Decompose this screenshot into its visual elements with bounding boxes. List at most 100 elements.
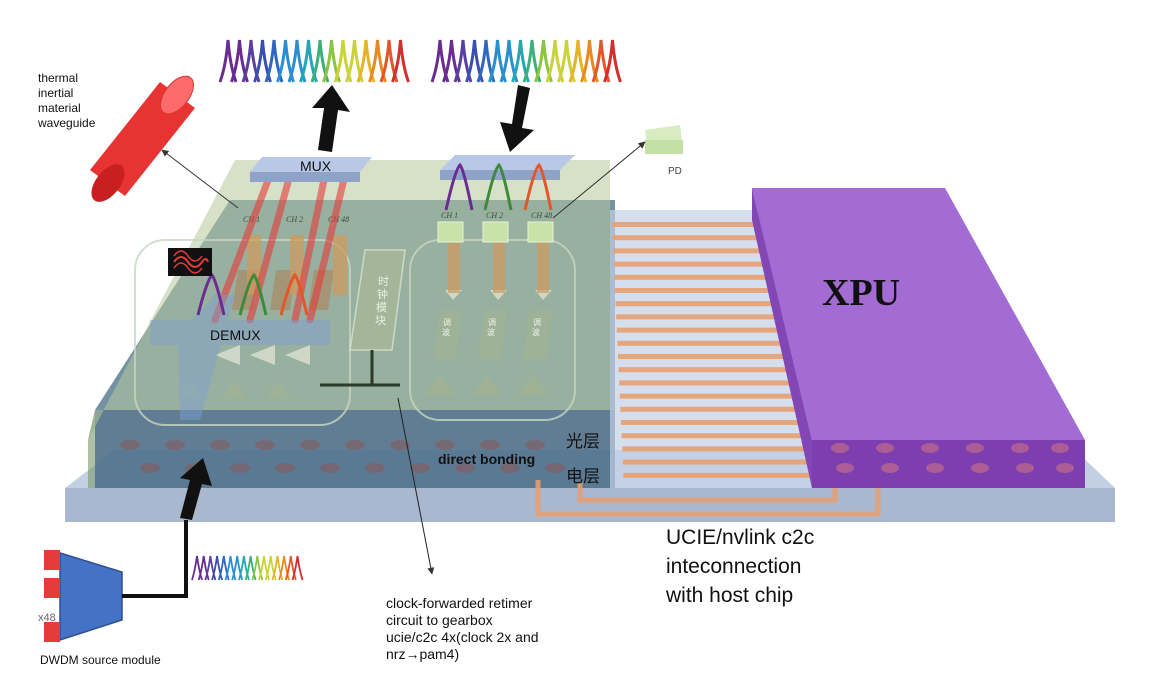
c2c-line	[618, 367, 789, 373]
c2c-line	[613, 261, 768, 267]
spectrum-peak	[557, 39, 576, 83]
clock-module-char: 模	[376, 301, 387, 314]
mod-module-char: 波	[532, 327, 540, 337]
spectrum-peak	[368, 39, 387, 83]
ch-label: CH 1	[441, 211, 458, 220]
c2c-line	[617, 340, 784, 346]
clock-module-char: 钟	[377, 287, 388, 301]
spectrum-peak	[522, 39, 542, 83]
spectrum-peak	[299, 39, 318, 83]
spectrum-peak	[241, 39, 261, 83]
spectrum-peak	[488, 39, 507, 83]
spectrum-peak	[218, 39, 238, 83]
clock-module-char: 块	[375, 314, 386, 327]
spectrum-peak	[442, 39, 461, 83]
spectrum-peak	[291, 555, 304, 581]
clock-module: 时 钟 模 块	[320, 249, 406, 387]
spectrum-peak	[379, 39, 399, 83]
c2c-line	[618, 354, 786, 359]
dwdm-label: DWDM source module	[40, 653, 161, 667]
mod-module-char: 调	[533, 318, 541, 327]
spectrum-peak	[253, 39, 272, 83]
c2c-line	[619, 380, 792, 386]
x48-label: x48	[38, 612, 56, 624]
clock-module-char: 时	[378, 275, 389, 288]
mux-label: MUX	[300, 158, 332, 174]
spectrum-peak	[391, 39, 410, 83]
ch-label: CH 2	[286, 215, 303, 224]
arrow-mux-output	[312, 85, 350, 152]
xpu-chip	[752, 188, 1085, 488]
spectrum-peak	[465, 39, 484, 83]
thermal-label-line: inertial	[38, 86, 73, 100]
optical-layer-label: 光层	[566, 432, 600, 452]
thermal-label-line: waveguide	[37, 116, 96, 130]
pd-icon	[552, 125, 683, 219]
dwdm-source-module	[44, 520, 188, 642]
spectrum-peak	[568, 39, 588, 83]
chip-peaks-right	[444, 162, 553, 211]
c2c-line	[622, 446, 805, 452]
spectrum-peak	[511, 39, 530, 83]
c2c-line	[619, 393, 794, 399]
retimer-label-line: clock-forwarded retimer	[386, 595, 533, 611]
direct-bonding-label: direct bonding	[438, 451, 535, 467]
spectrum-peak	[356, 39, 376, 83]
spectrum-peak	[476, 39, 496, 83]
c2c-line	[615, 288, 773, 293]
spectrum-peak	[310, 39, 330, 83]
ucie-label-line: with host chip	[665, 584, 793, 607]
spectrum-comb-source	[191, 555, 304, 581]
mod-module-char: 调	[443, 318, 451, 327]
spectrum-peak	[345, 39, 364, 83]
light-pipes	[150, 295, 330, 420]
c2c-line	[612, 235, 763, 241]
c2c-line	[616, 314, 779, 320]
thermal-waveguide-cylinder	[90, 75, 239, 209]
spectrum-peak	[430, 39, 450, 83]
c2c-line	[620, 406, 797, 412]
spectrum-peak	[333, 39, 353, 83]
electrical-layer-label: 电层	[566, 467, 600, 487]
c2c-line	[623, 472, 810, 478]
retimer-label-line: circuit to gearbox	[386, 612, 493, 628]
mod-module-char: 波	[487, 327, 495, 337]
mod-module-char: 波	[442, 327, 450, 337]
spectrum-peak	[545, 39, 565, 83]
spectrum-peak	[499, 39, 519, 83]
c2c-line	[615, 301, 776, 307]
c2c-line	[621, 420, 799, 425]
spectrum-peak	[322, 39, 341, 83]
c2c-line	[614, 274, 771, 280]
spectrum-comb-output	[218, 39, 410, 83]
mux-block	[250, 157, 372, 182]
demux-label: DEMUX	[210, 327, 261, 343]
spectrum-peak	[453, 39, 473, 83]
spectrum-peak	[591, 39, 611, 83]
retimer-label-line: nrz→pam4)	[386, 646, 459, 662]
retimer-label-line: ucie/c2c 4x(clock 2x and	[386, 629, 539, 645]
spectrum-peak	[276, 39, 295, 83]
thermal-waveguides	[211, 171, 349, 324]
pd-label: PD	[668, 166, 682, 177]
ucie-label-line: UCIE/nvlink c2c	[666, 526, 814, 549]
spectrum-comb-input	[430, 39, 622, 83]
c2c-line	[622, 459, 807, 465]
thermal-label-line: material	[38, 101, 81, 115]
c2c-line	[613, 248, 766, 254]
ucie-label-line: inteconnection	[666, 555, 801, 578]
heater-icon	[168, 248, 212, 276]
ch-label: CH 48	[328, 215, 349, 224]
arrow-source-input	[180, 458, 212, 520]
c2c-bus-bracket	[535, 480, 881, 517]
spectrum-peak	[603, 39, 622, 83]
spectrum-peak	[580, 39, 599, 83]
spectrum-peak	[230, 39, 249, 83]
spectrum-peak	[534, 39, 553, 83]
thermal-label-line: thermal	[38, 71, 78, 85]
spectrum-peak	[287, 39, 307, 83]
arrow-demux-input	[500, 85, 534, 152]
c2c-line	[621, 433, 802, 439]
xpu-label: XPU	[822, 272, 900, 314]
spectrum-peak	[264, 39, 284, 83]
